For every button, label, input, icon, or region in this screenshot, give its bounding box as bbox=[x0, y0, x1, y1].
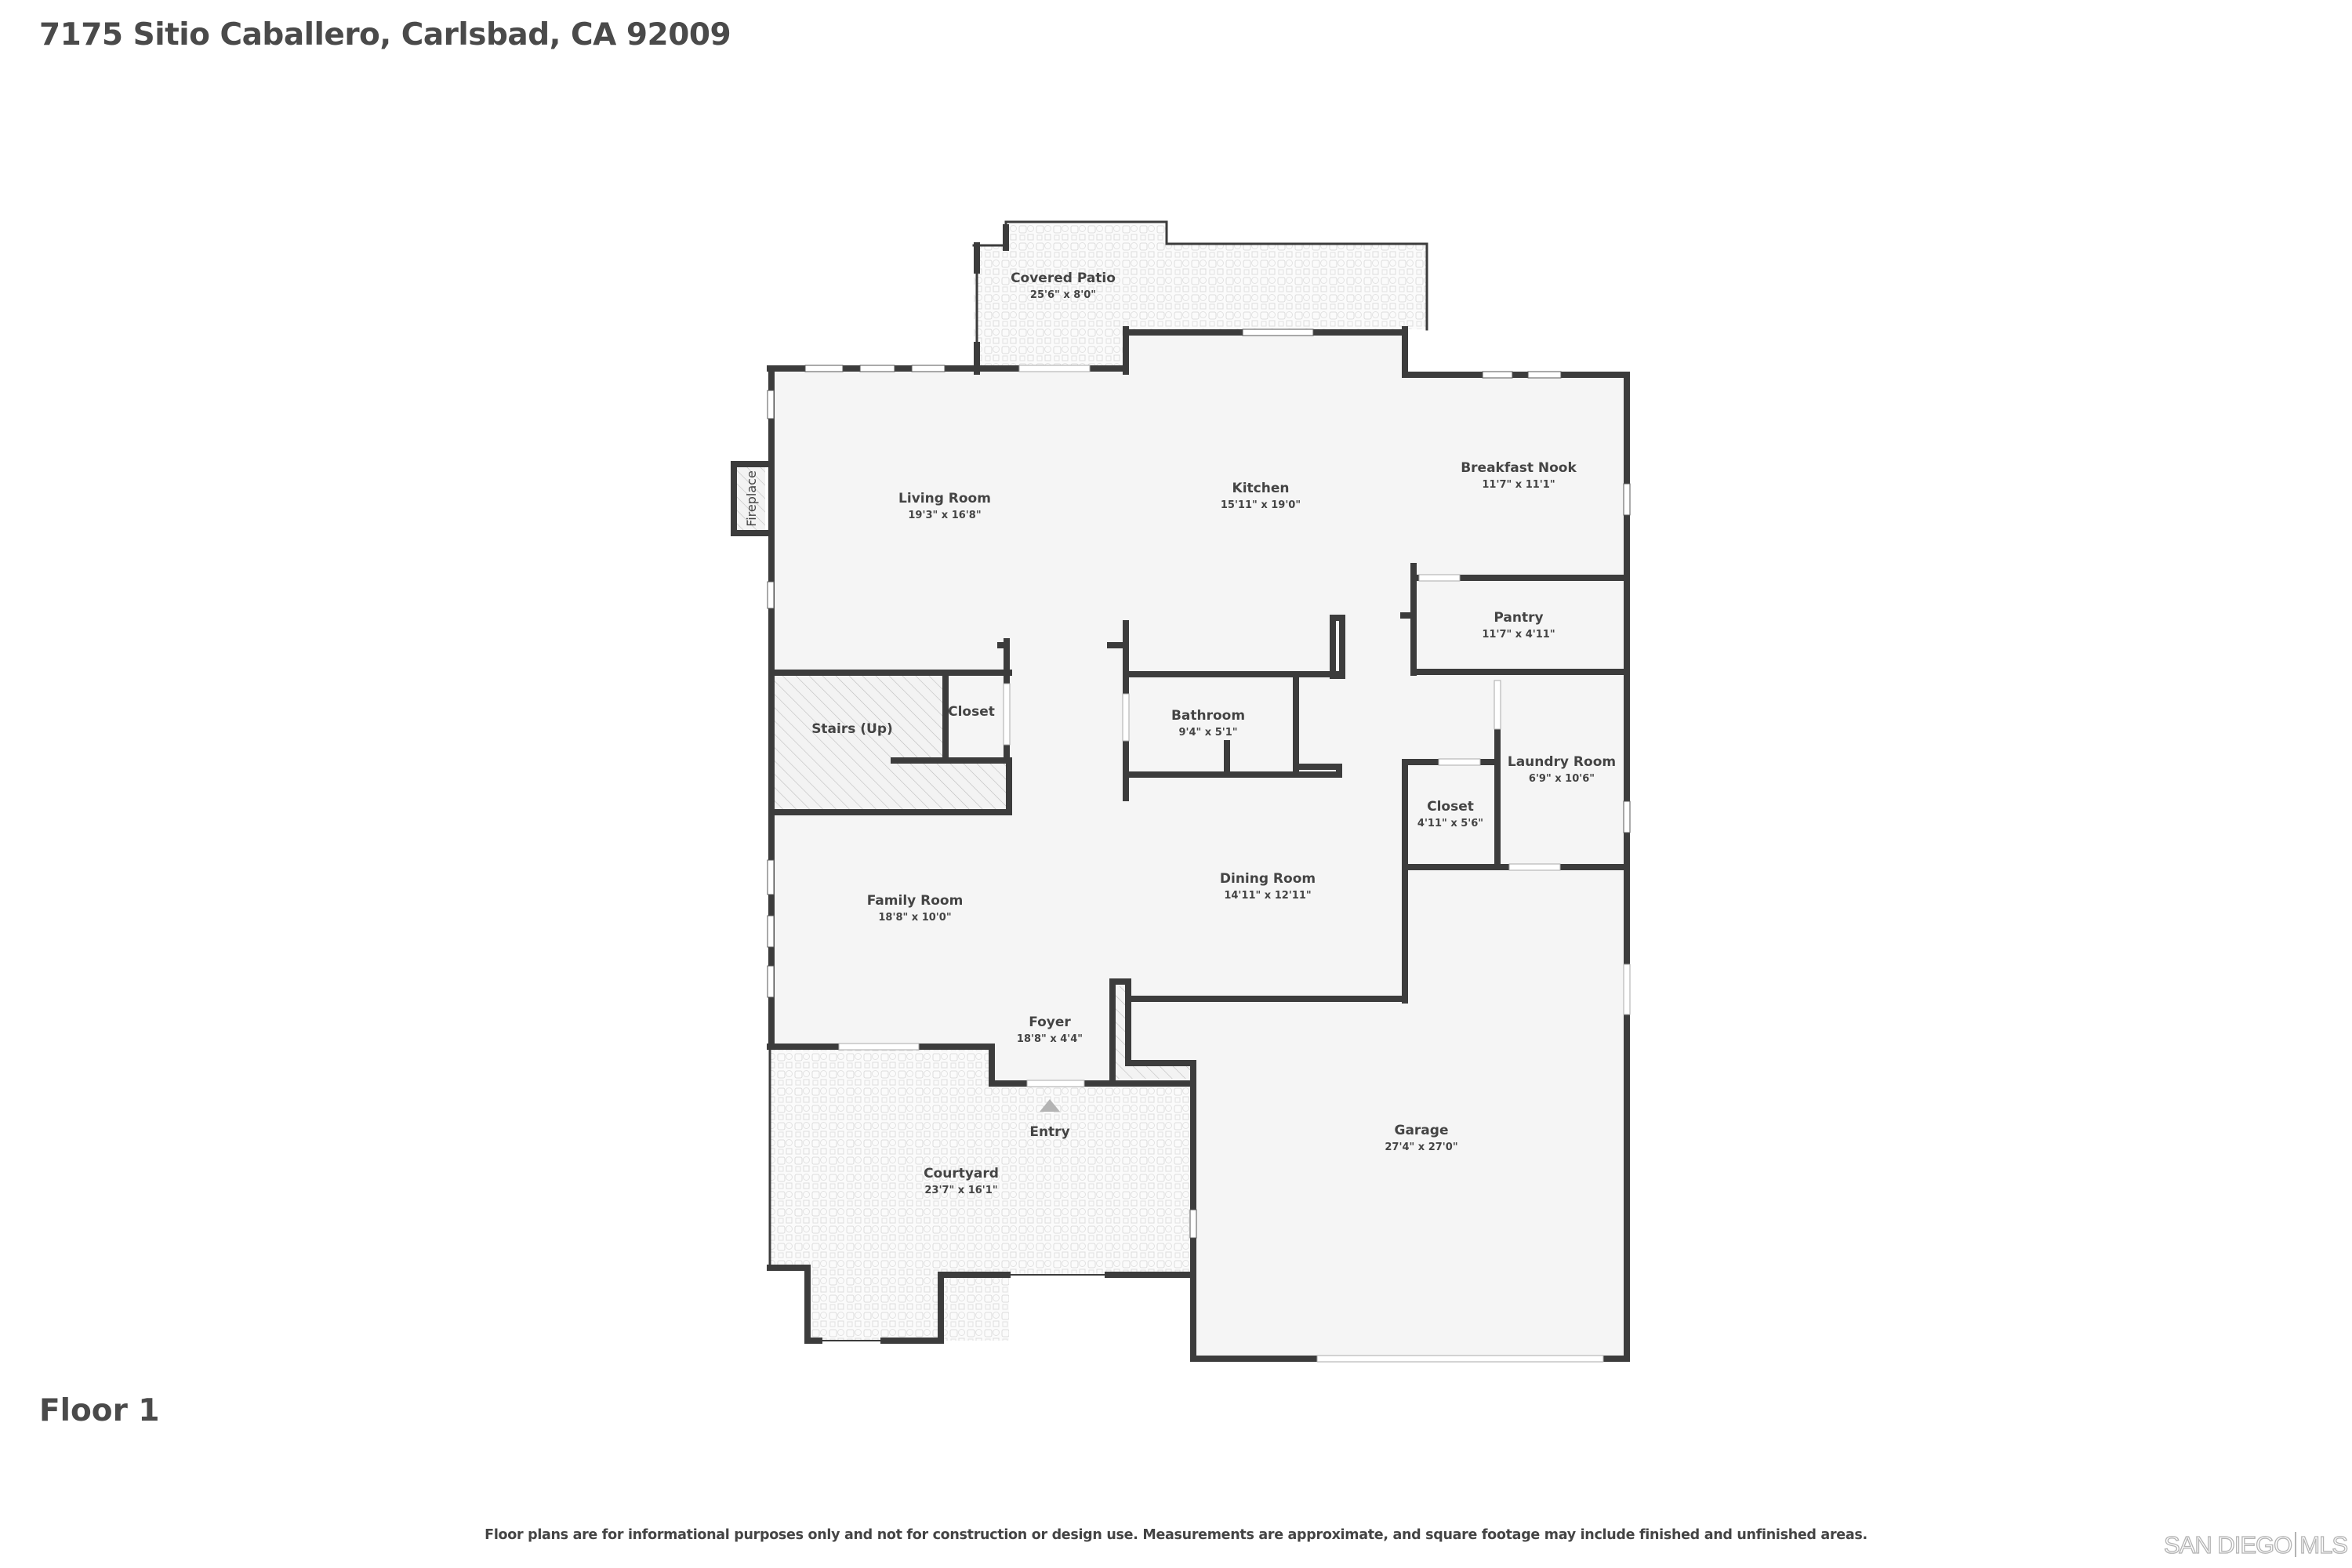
stairs-label: Stairs (Up) bbox=[811, 721, 893, 737]
front-door-opening bbox=[1026, 1080, 1085, 1087]
dining-room-label: Dining Room bbox=[1220, 871, 1316, 887]
door-opening bbox=[1438, 758, 1481, 766]
window bbox=[804, 365, 844, 372]
watermark-left-text: SAN DIEGO bbox=[2163, 1530, 2293, 1559]
bathroom-dims: 9'4" x 5'1" bbox=[1178, 727, 1237, 739]
disclaimer-text: Floor plans are for informational purpos… bbox=[485, 1527, 1867, 1543]
stairs-floor bbox=[773, 676, 1009, 812]
floor-areas bbox=[737, 222, 1627, 1359]
courtyard-label: Courtyard bbox=[924, 1166, 999, 1181]
foyer-label: Foyer bbox=[1029, 1014, 1071, 1030]
window bbox=[859, 365, 895, 372]
fireplace-hearth bbox=[737, 467, 765, 530]
watermark-separator bbox=[2295, 1532, 2297, 1557]
living-room-dims: 19'3" x 16'8" bbox=[908, 510, 981, 521]
door-opening bbox=[838, 1043, 920, 1051]
window bbox=[767, 915, 775, 948]
foyer-dims: 18'8" x 4'4" bbox=[1017, 1033, 1083, 1045]
doors bbox=[838, 365, 1631, 1363]
garage-dims: 27'4" x 27'0" bbox=[1385, 1142, 1457, 1153]
window bbox=[767, 581, 775, 609]
breakfast-nook-dims: 11'7" x 11'1" bbox=[1482, 479, 1555, 491]
entry-label: Entry bbox=[1029, 1124, 1069, 1140]
window bbox=[767, 390, 775, 419]
kitchen-label: Kitchen bbox=[1232, 481, 1290, 496]
door-opening bbox=[1494, 680, 1501, 730]
window bbox=[911, 365, 946, 372]
garage-door-opening bbox=[1316, 1355, 1604, 1363]
living-room-label: Living Room bbox=[898, 491, 991, 506]
courtyard-floor bbox=[770, 1047, 1193, 1341]
door-opening bbox=[1122, 693, 1130, 742]
door-opening bbox=[1003, 683, 1011, 746]
covered-patio-dims: 25'6" x 8'0" bbox=[1030, 289, 1096, 301]
door-opening bbox=[1418, 574, 1461, 582]
family-room-label: Family Room bbox=[867, 893, 964, 909]
pantry-label: Pantry bbox=[1494, 610, 1543, 626]
window bbox=[1623, 483, 1631, 516]
foyer-column-hatch bbox=[1116, 986, 1190, 1079]
closet-label: Closet bbox=[1427, 799, 1474, 815]
window bbox=[1527, 371, 1562, 379]
door-opening bbox=[1508, 863, 1561, 871]
property-address-title: 7175 Sitio Caballero, Carlsbad, CA 92009 bbox=[39, 17, 731, 53]
covered-patio-label: Covered Patio bbox=[1011, 270, 1116, 286]
door-opening bbox=[1623, 964, 1631, 1015]
closet-dims: 4'11" x 5'6" bbox=[1417, 818, 1483, 829]
watermark-right-text: MLS bbox=[2299, 1530, 2349, 1559]
family-room-dims: 18'8" x 10'0" bbox=[878, 912, 951, 924]
window bbox=[1189, 1209, 1197, 1239]
laundry-room-dims: 6'9" x 10'6" bbox=[1529, 773, 1595, 785]
breakfast-nook-label: Breakfast Nook bbox=[1461, 460, 1577, 476]
courtyard-dims: 23'7" x 16'1" bbox=[924, 1185, 997, 1196]
walls bbox=[731, 220, 1630, 1362]
window bbox=[1623, 800, 1631, 833]
laundry-room-label: Laundry Room bbox=[1508, 754, 1616, 770]
entry-arrow-icon bbox=[1040, 1099, 1060, 1112]
floor-label: Floor 1 bbox=[39, 1393, 160, 1428]
kitchen-dims: 15'11" x 19'0" bbox=[1221, 499, 1301, 511]
covered-patio-floor bbox=[974, 222, 1427, 372]
bathroom-label: Bathroom bbox=[1171, 708, 1245, 724]
dining-room-dims: 14'11" x 12'11" bbox=[1224, 890, 1311, 902]
room-labels: Covered Patio 25'6" x 8'0" Living Room 1… bbox=[744, 270, 1616, 1196]
window bbox=[1482, 371, 1513, 379]
window bbox=[767, 965, 775, 998]
window bbox=[767, 859, 775, 895]
pantry-dims: 11'7" x 4'11" bbox=[1482, 629, 1555, 641]
door-opening bbox=[1018, 365, 1091, 372]
fireplace-label: Fireplace bbox=[744, 470, 759, 527]
garage-label: Garage bbox=[1395, 1123, 1449, 1138]
windows bbox=[767, 328, 1631, 1239]
window bbox=[1242, 328, 1314, 336]
closet-small-label: Closet bbox=[948, 704, 995, 720]
